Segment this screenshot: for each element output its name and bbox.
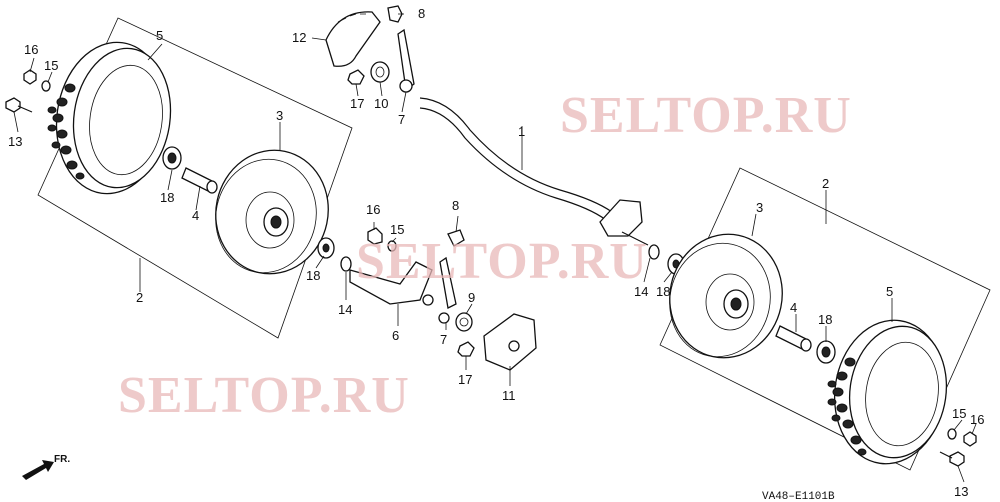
axle-rod	[419, 97, 613, 213]
axle-stub-right	[621, 231, 649, 246]
callout-18-right-inner: 18	[818, 312, 832, 327]
upper-collar-10	[370, 61, 390, 83]
left-bolt-13	[5, 97, 33, 113]
callout-4-left: 4	[192, 208, 199, 223]
left-wheel-rim	[215, 149, 329, 275]
callout-2-right: 2	[822, 176, 829, 191]
lower-nut-17	[457, 341, 475, 357]
callout-15-left: 15	[44, 58, 58, 73]
callout-2-left: 2	[136, 290, 143, 305]
callout-14-right: 14	[634, 284, 648, 299]
callout-5-right: 5	[886, 284, 893, 299]
left-bearing-outer	[317, 237, 335, 259]
callout-13-right: 13	[954, 484, 968, 499]
callout-7-lower: 7	[440, 332, 447, 347]
callout-16-left: 16	[24, 42, 38, 57]
callout-7-upper: 7	[398, 112, 405, 127]
callout-15-center: 15	[390, 222, 404, 237]
callout-3-right: 3	[756, 200, 763, 215]
right-washer-14	[648, 244, 660, 260]
left-bearing-inner	[162, 146, 182, 170]
callout-4-right: 4	[790, 300, 797, 315]
lower-height-arm	[349, 261, 434, 306]
callout-17-upper: 17	[350, 96, 364, 111]
callout-1: 1	[518, 124, 525, 139]
upper-nut-17	[347, 69, 365, 85]
right-nut-16	[963, 431, 977, 447]
right-bolt-13	[939, 451, 965, 467]
drawing-code: VA48–E1101B	[762, 491, 835, 502]
left-washer	[340, 256, 352, 272]
leader-lines	[13, 13, 977, 483]
watermark-top-right: SELTOP.RU	[560, 87, 852, 144]
callout-17-lower: 17	[458, 372, 472, 387]
watermark-center: SELTOP.RU	[356, 233, 648, 290]
callout-11: 11	[502, 388, 516, 403]
right-washer-15	[947, 428, 957, 440]
callout-3-left: 3	[276, 108, 283, 123]
callout-15-right: 15	[952, 406, 966, 421]
callout-10: 10	[374, 96, 388, 111]
front-direction-arrow: FR.	[22, 454, 70, 480]
callout-8-upper: 8	[418, 6, 425, 21]
left-tire	[47, 41, 172, 195]
left-washer-15	[41, 80, 51, 92]
callout-14-left: 14	[338, 302, 352, 317]
axle-rod-lower-edge	[419, 107, 607, 221]
callout-18-right-outer: 18	[656, 284, 670, 299]
lower-adjuster-plate-11	[483, 313, 537, 371]
upper-link-7	[397, 28, 415, 93]
right-bearing-inner	[816, 340, 836, 364]
watermark-bottom-left: SELTOP.RU	[118, 367, 410, 424]
lower-collar-9	[455, 312, 473, 332]
callout-16-center: 16	[366, 202, 380, 217]
callout-6: 6	[392, 328, 399, 343]
front-direction-label: FR.	[54, 454, 70, 465]
upper-adjuster-plate	[325, 11, 381, 67]
callout-16-right: 16	[970, 412, 984, 427]
callout-18-left-outer: 18	[306, 268, 320, 283]
left-nut-16	[23, 69, 37, 85]
right-wheel-rim	[669, 233, 783, 359]
right-collar	[775, 325, 812, 352]
callout-9: 9	[468, 290, 475, 305]
callout-5-left: 5	[156, 28, 163, 43]
right-assembly-frame	[659, 167, 991, 471]
callout-13-left: 13	[8, 134, 22, 149]
center-nut-16	[367, 227, 383, 245]
lower-link-7	[438, 256, 457, 324]
callout-18-left-inner: 18	[160, 190, 174, 205]
axle-bracket-right	[599, 199, 643, 237]
right-tire	[827, 319, 948, 465]
left-collar	[181, 167, 218, 194]
callout-12: 12	[292, 30, 306, 45]
callout-8-lower: 8	[452, 198, 459, 213]
upper-nut-8	[387, 5, 403, 23]
center-washer-15	[387, 240, 397, 252]
